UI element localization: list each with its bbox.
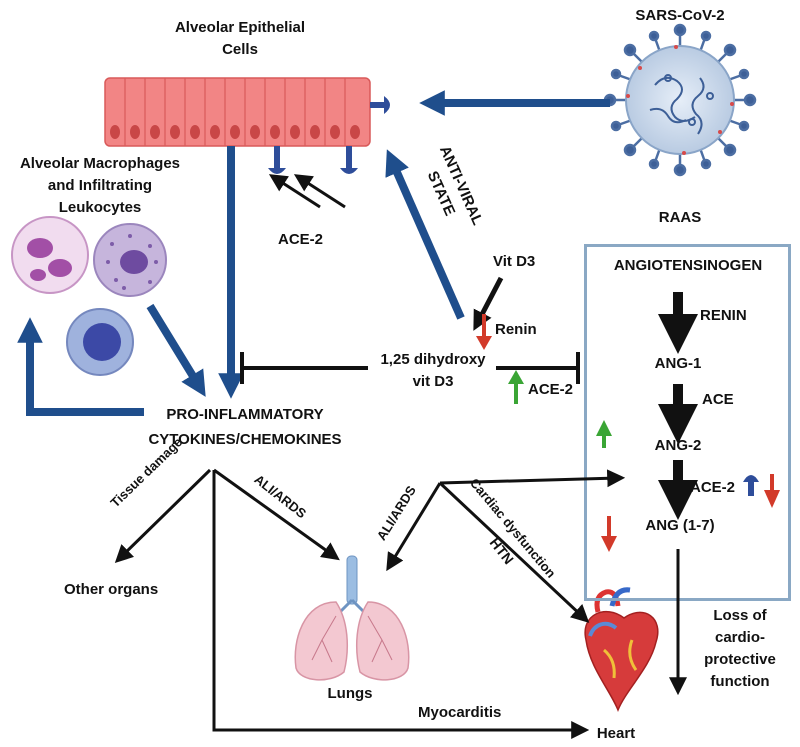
ace2-down-arrow: [764, 474, 780, 508]
other-organs-label: Other organs: [64, 581, 159, 598]
ace2-up-arrow: [508, 370, 524, 404]
sars-cov-2-virus-icon: [603, 23, 757, 177]
renin-down-arrow: [476, 314, 492, 350]
ace2-receptor-label: ACE-2: [278, 231, 324, 248]
vitd3-arrow: [473, 276, 504, 331]
loss-line1: Loss of: [713, 607, 767, 624]
loss-line4: function: [710, 673, 770, 690]
ang17-label: ANG (1-7): [645, 517, 715, 534]
cardiac-dysfunction-arrow: [438, 481, 590, 623]
lungs-illustration: [294, 555, 410, 681]
renin-change-label: Renin: [495, 321, 537, 338]
heart-label: Heart: [596, 725, 636, 742]
ace2-arrow-right: [293, 174, 346, 209]
blue-arrows: [17, 90, 610, 416]
black-arrows: [114, 174, 698, 739]
dihydroxy-line1: 1,25 dihydroxy: [380, 351, 486, 368]
leukocytes-illustration: [11, 216, 167, 376]
ace2-receptor-icon: [268, 96, 390, 174]
virus-label: SARS-CoV-2: [635, 7, 725, 24]
tissue-damage-arrow: [114, 468, 212, 564]
macrophages-line2: and Infiltrating: [47, 177, 153, 194]
cytokines-line2: CYTOKINES/CHEMOKINES: [148, 431, 342, 448]
macrophages-line1: Alveolar Macrophages: [19, 155, 181, 172]
ali-ards-left-arrow: [213, 468, 340, 561]
ace2-change-label: ACE-2: [528, 381, 574, 398]
ang2-label: ANG-2: [654, 437, 702, 454]
raas-title: RAAS: [658, 209, 702, 226]
cells-title-line2: Cells: [222, 41, 258, 58]
antiviral-arrow: [385, 149, 465, 320]
vit-d3-label: Vit D3: [493, 253, 536, 270]
to-ang2-arrow: [439, 469, 626, 488]
macrophages-line3: Leukocytes: [58, 199, 142, 216]
heart-illustration: [584, 587, 659, 713]
cytokines-line1: PRO-INFLAMMATORY: [166, 406, 324, 423]
ang17-down-arrow: [601, 516, 617, 552]
cells-title-line1: Alveolar Epithelial: [174, 19, 306, 36]
myocarditis-arrow: [212, 470, 590, 739]
raas-box: [584, 244, 791, 601]
ace2-arrow-left: [268, 174, 321, 209]
dihydroxy-line2: vit D3: [412, 373, 454, 390]
ali-ards-right-arrow: [386, 482, 442, 572]
cytokines-to-leukocytes-arrow: [17, 317, 144, 416]
lungs-label: Lungs: [327, 685, 373, 702]
renin-enzyme-label: RENIN: [700, 307, 747, 324]
loss-line3: protective: [704, 651, 776, 668]
ace2-receptor-small-icon: [743, 475, 759, 496]
alveolar-epithelial-cells: [104, 77, 371, 147]
ang2-up-arrow: [596, 420, 612, 448]
ace2-enzyme-label: ACE-2: [690, 479, 736, 496]
angiotensinogen-label: ANGIOTENSINOGEN: [613, 257, 763, 274]
ace-enzyme-label: ACE: [702, 391, 734, 408]
loss-line2: cardio-: [714, 629, 765, 646]
leukocytes-to-cytokines-arrow: [146, 303, 206, 397]
myocarditis-label: Myocarditis: [418, 704, 502, 721]
ang1-label: ANG-1: [654, 355, 702, 372]
